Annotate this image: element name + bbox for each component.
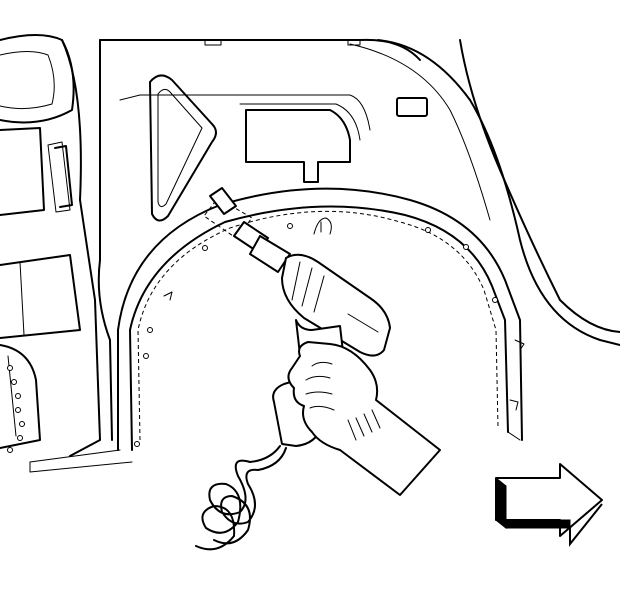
right-arrow-icon <box>494 463 603 547</box>
b-pillar <box>47 39 113 457</box>
quarter-panel <box>99 38 620 346</box>
hand-icon <box>287 341 441 496</box>
wheel-arch <box>29 187 525 473</box>
panel-cutout <box>239 103 361 183</box>
door-panel <box>0 34 81 453</box>
access-opening <box>149 74 217 222</box>
air-hose <box>195 445 287 551</box>
